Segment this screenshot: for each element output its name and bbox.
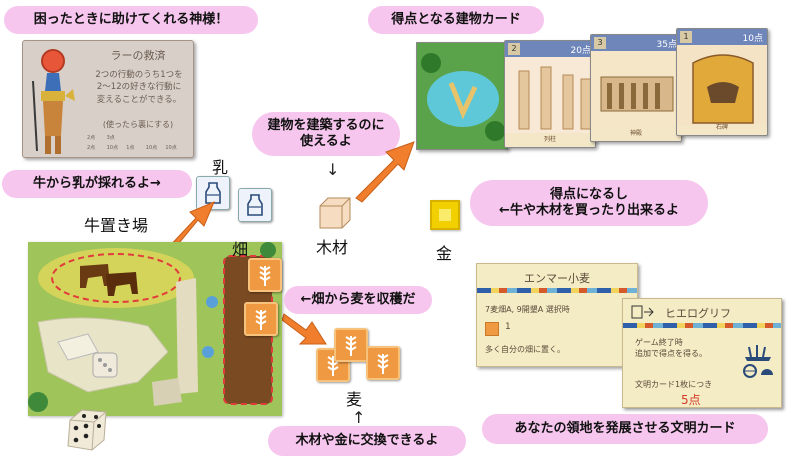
god-card-title: ラーの救済 xyxy=(110,49,166,62)
card-name: 石碑 xyxy=(715,124,728,131)
civ-card-effect: 多く自分の畑に置く。 xyxy=(485,345,565,354)
god-card-table-cell: 2点 xyxy=(87,145,96,151)
god-card-note: (使ったら裏にする) xyxy=(102,120,174,129)
card-number: 1 xyxy=(680,31,692,43)
card-points: 35点 xyxy=(656,40,677,50)
civ-card-hieroglyph[interactable]: ヒエログリフ ゲーム終了時 追加で得点を得る。 文明カード1枚につき 5点 xyxy=(622,298,782,408)
civ-card-emmer-wheat[interactable]: エンマー小麦 7麦畑A, 9開墾A 選択時 1 多く自分の畑に置く。 xyxy=(476,263,638,367)
dice-icon[interactable] xyxy=(64,406,110,452)
colonnade-art xyxy=(505,57,595,133)
card-points: 20点 xyxy=(570,46,591,56)
god-card-table-cell: 1点 xyxy=(126,145,135,151)
building-card-oasis[interactable] xyxy=(416,42,508,150)
building-card-colonnade[interactable]: 2 20点 列柱 xyxy=(504,40,596,148)
wheat-icon xyxy=(345,336,357,356)
civ-card-condition: 7麦畑A, 9開墾A 選択時 xyxy=(485,305,570,314)
civ-card-per-card: 文明カード1枚につき xyxy=(635,380,713,389)
callout-milk: 牛から乳が採れるよ→ xyxy=(2,170,192,198)
wheat-tile[interactable] xyxy=(244,302,278,336)
god-card-table: 2点 3点 2点 10点 1点 10点 10点 xyxy=(87,133,183,153)
callout-god: 困ったときに助けてくれる神様！ xyxy=(4,6,258,34)
civ-card-title: エンマー小麦 xyxy=(524,272,590,285)
civ-card-stripe xyxy=(477,288,637,293)
building-card-stele[interactable]: 1 10点 石碑 xyxy=(676,28,768,136)
callout-building: 得点となる建物カード xyxy=(368,6,544,34)
wood-label: 木材 xyxy=(316,238,349,257)
arrow-to-wheat xyxy=(281,313,327,345)
milk-token[interactable] xyxy=(238,188,272,222)
arrow-to-buildings xyxy=(355,141,415,203)
arrow-down-to-wood: ↓ xyxy=(326,160,340,179)
wheat-tile[interactable] xyxy=(334,328,368,362)
wheat-icon xyxy=(377,354,389,374)
player-board-art xyxy=(28,242,282,416)
callout-exchange: 木材や金に交換できるよ xyxy=(268,426,466,456)
card-name: 神殿 xyxy=(629,130,642,137)
civ-card-count: 1 xyxy=(505,322,511,332)
board-dice-icon xyxy=(92,352,118,378)
god-card[interactable]: ラーの救済 2つの行動のうち1つを 2～12の好きな行動に 変えることができる。… xyxy=(22,40,194,158)
card-header: 1 10点 xyxy=(677,29,767,45)
civ-card-wheat-icon xyxy=(485,322,499,336)
wheat-icon xyxy=(259,266,271,286)
temple-art xyxy=(591,51,681,127)
arrow-up-to-wheat: ↑ xyxy=(352,408,366,427)
ra-god-icon xyxy=(32,49,75,154)
god-card-table-cell: 3点 xyxy=(106,135,115,141)
wheat-icon xyxy=(255,310,267,330)
civ-card-effect: ゲーム終了時 追加で得点を得る。 xyxy=(635,338,707,359)
callout-gold-use: 得点になるし ←牛や木材を買ったり出来るよ xyxy=(470,180,708,226)
callout-build-use: 建物を建築するのに 使えるよ xyxy=(252,112,400,156)
card-header: 3 35点 xyxy=(591,35,681,51)
god-card-description: 2つの行動のうち1つを 2～12の好きな行動に 変えることができる。 xyxy=(95,70,183,105)
card-icon xyxy=(631,305,654,319)
card-points: 10点 xyxy=(742,34,763,44)
wood-cube-icon[interactable] xyxy=(318,196,352,230)
callout-wheat: ←畑から麦を収穫だ xyxy=(284,286,432,314)
civ-card-points: 5点 xyxy=(681,393,701,407)
wheat-label: 麦 xyxy=(346,390,363,409)
god-card-table-cell: 2点 xyxy=(87,135,96,141)
gold-label: 金 xyxy=(436,244,453,263)
player-board[interactable] xyxy=(28,242,282,416)
gold-token[interactable] xyxy=(430,200,460,230)
callout-civ: あなたの領地を発展させる文明カード xyxy=(482,414,768,444)
card-number: 3 xyxy=(594,37,606,49)
civ-card-stripe xyxy=(623,323,781,328)
card-header: 2 20点 xyxy=(505,41,595,57)
gold-token-inner xyxy=(439,209,451,221)
milk-jar-icon xyxy=(247,194,263,216)
building-card-temple[interactable]: 3 35点 神殿 xyxy=(590,34,682,142)
milk-jar-icon xyxy=(205,182,221,204)
field-label: 畑 xyxy=(232,240,249,259)
god-card-table-cell: 10点 xyxy=(165,145,177,151)
wheat-tile[interactable] xyxy=(248,258,282,292)
hieroglyph-icon xyxy=(743,345,773,378)
card-number: 2 xyxy=(508,43,520,55)
stele-art xyxy=(677,45,767,125)
civ-card-title: ヒエログリフ xyxy=(665,307,731,320)
wheat-tile[interactable] xyxy=(366,346,400,380)
god-card-table-cell: 10点 xyxy=(145,145,158,151)
milk-label: 乳 xyxy=(212,158,229,177)
card-name: 列柱 xyxy=(543,136,556,143)
god-card-table-cell: 10点 xyxy=(106,145,118,151)
oasis-art xyxy=(417,43,507,149)
cattle-pen-label: 牛置き場 xyxy=(84,216,149,235)
